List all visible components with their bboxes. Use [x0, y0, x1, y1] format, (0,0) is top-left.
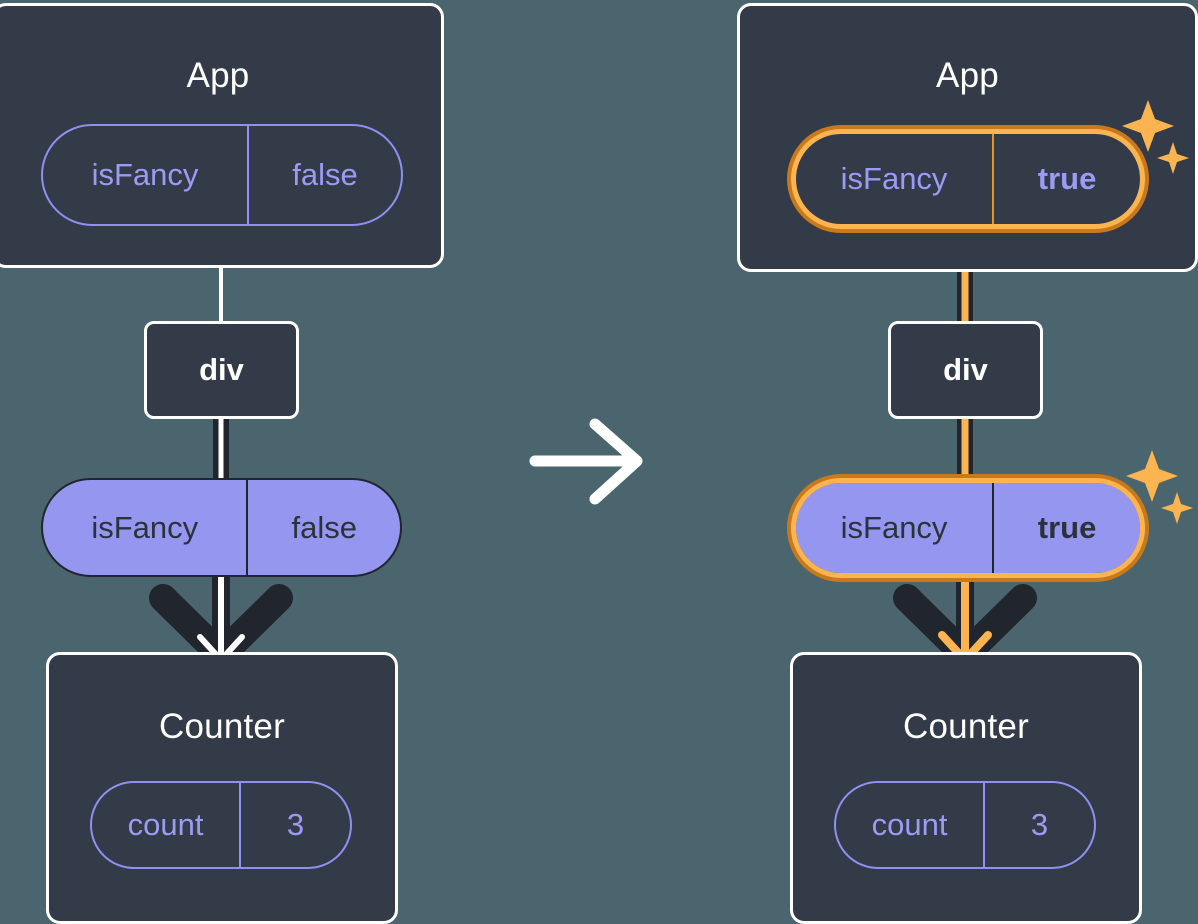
prop-pill-key: isFancy — [91, 509, 199, 545]
app-prop-key: isFancy — [840, 161, 948, 196]
counter-prop-pill-before: count 3 — [90, 781, 352, 869]
app-prop-pill-after: isFancy true — [787, 125, 1149, 233]
app-prop-pill-before: isFancy false — [41, 124, 403, 226]
app-card-title: App — [186, 56, 250, 95]
prop-pill-after: isFancy true — [787, 474, 1149, 582]
counter-prop-key: count — [871, 807, 948, 842]
counter-card-title: Counter — [903, 707, 1029, 746]
counter-prop-key: count — [127, 807, 204, 842]
counter-prop-pill-after: count 3 — [834, 781, 1096, 869]
prop-pill-before: isFancy false — [41, 478, 402, 577]
div-node-label: div — [943, 352, 988, 387]
app-prop-value: false — [247, 126, 401, 224]
prop-pill-value: false — [246, 480, 400, 575]
prop-pill-key: isFancy — [840, 510, 948, 545]
app-prop-value: true — [992, 134, 1140, 224]
counter-prop-value: 3 — [983, 783, 1094, 867]
div-node-after: div — [888, 321, 1043, 419]
counter-prop-value: 3 — [239, 783, 350, 867]
counter-card-title: Counter — [159, 707, 285, 746]
panel-before: App isFancy false div isFancy false Coun… — [0, 0, 520, 924]
div-node-before: div — [144, 321, 299, 419]
panel-after: App isFancy true div isFancy — [678, 0, 1198, 924]
arrow-pill-to-counter-highlight — [938, 568, 992, 664]
div-node-label: div — [199, 352, 244, 387]
app-prop-key: isFancy — [91, 157, 199, 192]
app-card-title: App — [936, 56, 999, 95]
prop-pill-value: true — [992, 483, 1140, 573]
arrow-right-icon — [529, 418, 643, 505]
